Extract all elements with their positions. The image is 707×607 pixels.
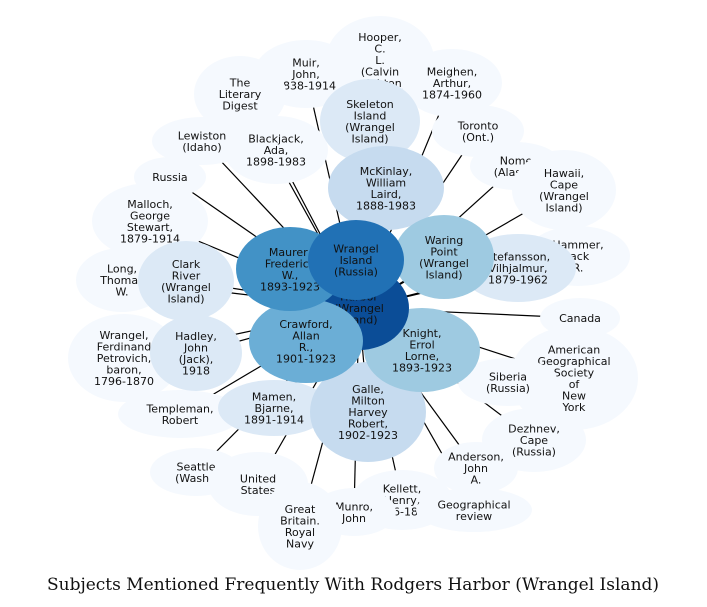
- node-muir-john-1838-1914-label: Muir,John,1838-1914: [276, 57, 336, 93]
- diagram-title: Subjects Mentioned Frequently With Rodge…: [47, 575, 659, 595]
- node-dezhnev-cape-russia-label: Dezhnev,Cape(Russia): [508, 423, 560, 459]
- node-waring-point-wrangel-island-bubble: [394, 215, 494, 299]
- node-anderson-john-a-bubble: [434, 442, 518, 494]
- node-great-britain-royal-navy-bubble: [258, 482, 342, 570]
- node-templeman-robert: Templeman,Robert: [118, 390, 242, 438]
- node-toronto-ont-label: Toronto(Ont.): [457, 119, 499, 144]
- node-skeleton-island-wrangel-island-bubble: [320, 79, 420, 163]
- node-layer: Hooper,C.L.(CalvinLeighton)Muir,John,183…: [68, 16, 638, 570]
- node-munro-john-label: Munro,John: [335, 500, 373, 525]
- node-lewiston-idaho-label: Lewiston(Idaho): [178, 129, 227, 154]
- node-blackjack-ada-1898-1983: Blackjack,Ada,1898-1983: [224, 116, 328, 184]
- node-the-literary-digest-bubble: [194, 56, 286, 132]
- node-meighen-arthur-1874-1960-label: Meighen,Arthur,1874-1960: [422, 66, 482, 102]
- node-hadley-john-jack-1918-label: Hadley,John(Jack),1918: [175, 330, 217, 378]
- node-mamen-bjarne-1891-1914-label: Mamen,Bjarne,1891-1914: [244, 391, 304, 427]
- node-templeman-robert-bubble: [118, 390, 242, 438]
- node-mamen-bjarne-1891-1914-bubble: [218, 380, 330, 436]
- node-hadley-john-jack-1918: Hadley,John(Jack),1918: [150, 315, 242, 391]
- node-canada-label: Canada: [559, 312, 601, 325]
- node-templeman-robert-label: Templeman,Robert: [145, 402, 213, 427]
- node-meighen-arthur-1874-1960: Meighen,Arthur,1874-1960: [402, 49, 502, 117]
- node-crawford-allan-r-1901-1923-bubble: [249, 299, 363, 383]
- node-russia-label: Russia: [152, 171, 187, 184]
- node-mamen-bjarne-1891-1914: Mamen,Bjarne,1891-1914: [218, 380, 330, 436]
- node-hawaii-cape-wrangel-island-bubble: [512, 150, 616, 230]
- node-wrangel-ferdinand-petrovich-baron-1796-1870-bubble: [68, 314, 180, 402]
- node-seattle-wash-label: Seattle(Wash.): [175, 460, 217, 485]
- node-blackjack-ada-1898-1983-bubble: [224, 116, 328, 184]
- node-meighen-arthur-1874-1960-bubble: [402, 49, 502, 117]
- node-wrangel-island-russia-bubble: [308, 220, 404, 300]
- node-geographical-review-bubble: [416, 488, 532, 532]
- node-american-geographical-society-of-new-york-bubble: [510, 326, 638, 430]
- node-blackjack-ada-1898-1983-label: Blackjack,Ada,1898-1983: [246, 133, 306, 169]
- node-stefansson-vilhjalmur-1879-1962-label: Stefansson,Vilhjalmur,1879-1962: [486, 251, 550, 287]
- node-malloch-george-stewart-1879-1914-bubble: [92, 183, 208, 259]
- node-siberia-russia-label: Siberia(Russia): [486, 370, 530, 395]
- node-siberia-russia: Siberia(Russia): [458, 358, 558, 406]
- node-hadley-john-jack-1918-bubble: [150, 315, 242, 391]
- node-clark-river-wrangel-island-bubble: [138, 241, 234, 321]
- node-siberia-russia-bubble: [458, 358, 558, 406]
- node-mckinlay-william-laird-1888-1983-bubble: [328, 146, 444, 230]
